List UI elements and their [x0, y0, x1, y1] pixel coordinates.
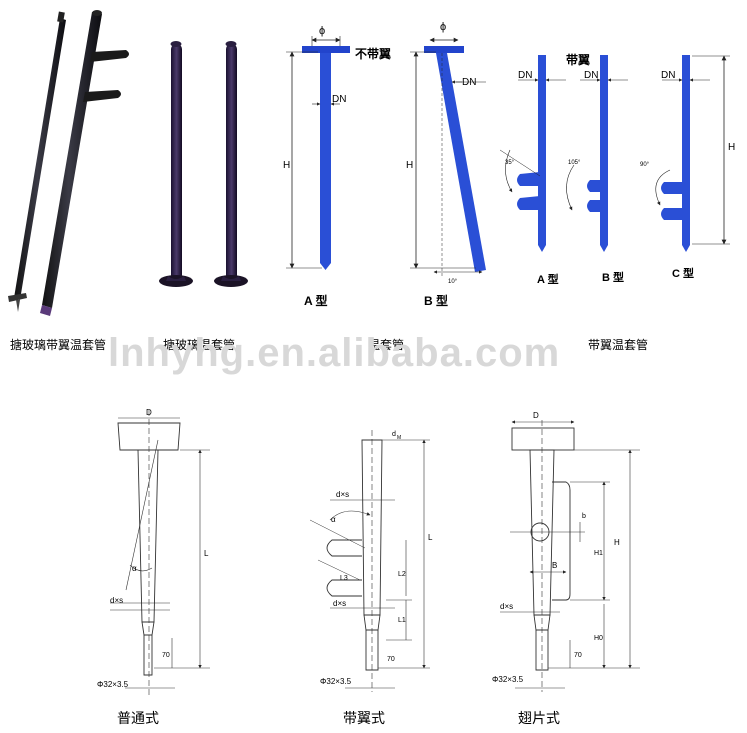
label-h-fin: H	[614, 538, 620, 547]
label-l2-winged: L2	[398, 571, 406, 578]
label-base-angle: 10°	[448, 279, 458, 285]
label-angle-35: 35°	[505, 160, 515, 166]
label-phi32-winged: Φ32×3.5	[320, 677, 352, 686]
diagram-with-wing	[499, 55, 730, 252]
label-dn-wa: DN	[518, 70, 532, 81]
label-h1-fin: H1	[594, 550, 603, 557]
label-l-ordinary: L	[204, 549, 209, 558]
label-l1-winged: L1	[398, 617, 406, 624]
label-dn-wb: DN	[584, 70, 598, 81]
label-dxs-winged-top: d×s	[336, 490, 349, 499]
label-h-b: H	[406, 160, 413, 171]
label-h0-fin: H0	[594, 635, 603, 642]
label-dxs-ordinary: d×s	[110, 596, 123, 605]
label-b-small-fin: b	[582, 513, 586, 520]
label-dxs-fin: d×s	[500, 602, 513, 611]
label-l3-winged: L3	[340, 575, 348, 582]
label-d-ordinary: D	[146, 408, 152, 417]
label-l-winged: L	[428, 533, 433, 542]
label-alpha-winged: α	[331, 515, 336, 524]
label-70-ordinary: 70	[162, 652, 170, 659]
label-phi32-fin: Φ32×3.5	[492, 675, 524, 684]
label-h-wc: H	[728, 142, 735, 153]
label-alpha-ordinary: α	[132, 564, 137, 573]
label-type-b-nowing: B 型	[424, 293, 448, 308]
label-dm-sub: M	[397, 435, 401, 441]
photo-winged-glass-rods	[8, 10, 129, 316]
label-b-fin: B	[552, 561, 557, 570]
label-dm-winged: d	[392, 431, 396, 438]
label-angle-90: 90°	[640, 162, 650, 168]
label-type-b-wing: B 型	[602, 270, 624, 284]
label-dn-wc: DN	[661, 70, 675, 81]
label-d-fin: D	[533, 411, 539, 420]
label-type-c-wing: C 型	[672, 266, 694, 280]
caption-photo-1: 搪玻璃带翼温套管	[10, 337, 106, 352]
label-with-wing: 带翼	[566, 52, 590, 67]
label-phi32-ordinary: Φ32×3.5	[97, 680, 129, 689]
label-dn-a: DN	[332, 94, 346, 105]
caption-photo-4: 带翼温套管	[588, 337, 648, 352]
caption-photo-2: 搪玻璃温套管	[163, 337, 235, 352]
photo-glass-rods-with-base	[159, 41, 248, 287]
label-type-a-wing: A 型	[537, 272, 559, 286]
label-no-wing: 不带翼	[355, 46, 391, 61]
label-angle-105: 105°	[568, 160, 581, 166]
drawing-winged	[309, 430, 430, 692]
label-70-fin: 70	[574, 652, 582, 659]
label-dn-b: DN	[462, 77, 476, 88]
label-dxs-winged: d×s	[333, 599, 346, 608]
label-phi-b: ϕ	[440, 21, 446, 33]
label-h-a: H	[283, 160, 290, 171]
label-type-a-nowing: A 型	[304, 293, 328, 308]
label-phi-a: ϕ	[319, 25, 325, 37]
drawing-ordinary	[110, 410, 210, 695]
caption-fin: 翅片式	[518, 711, 560, 727]
caption-winged: 带翼式	[343, 711, 385, 727]
caption-photo-3: 温套管	[368, 337, 404, 352]
watermark-text: lnhyhg.en.alibaba.com	[108, 331, 560, 375]
drawing-fin	[500, 420, 640, 692]
caption-ordinary: 普通式	[117, 711, 159, 727]
diagram-no-wing	[286, 36, 486, 276]
label-70-winged: 70	[387, 656, 395, 663]
